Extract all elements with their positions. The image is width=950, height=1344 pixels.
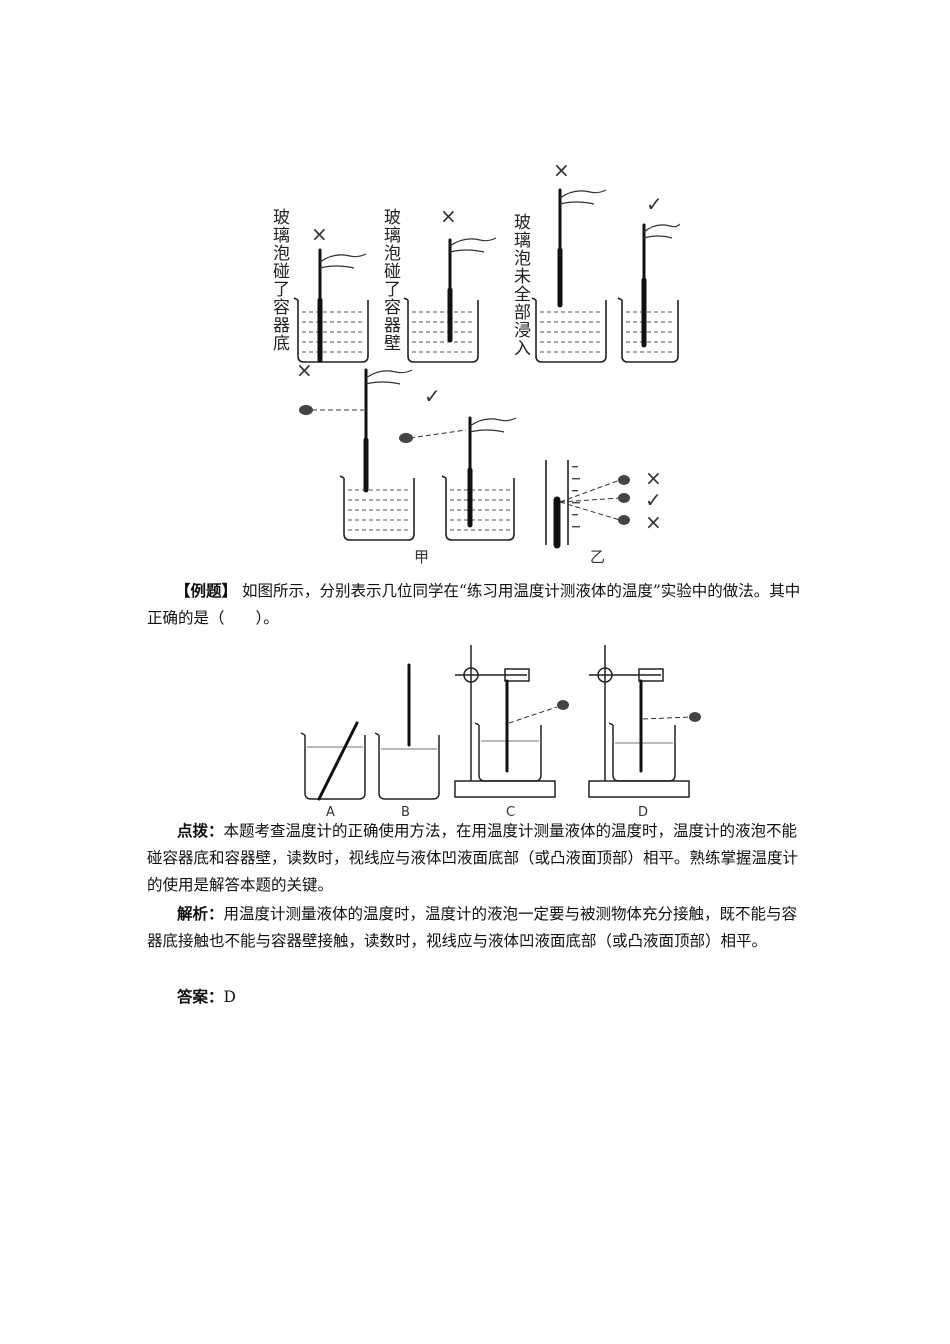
analysis-text: 用温度计测量液体的温度时，温度计的液泡一定要与被测物体充分接触，既不能与容器底接… (147, 905, 798, 950)
mark-5: × (296, 358, 313, 382)
answer-text: D (223, 988, 236, 1006)
option-b-label: B (401, 805, 410, 820)
label-bubble-touch-bottom: 玻璃泡碰了容器底 (269, 208, 289, 352)
mark-4: ✓ (646, 192, 663, 216)
analysis-paragraph: 解析：用温度计测量液体的温度时，温度计的液泡一定要与被测物体充分接触，既不能与容… (147, 900, 807, 955)
mark-2: × (440, 204, 457, 228)
question-tag: 【例题】 (175, 581, 238, 600)
options-figure (300, 645, 701, 801)
yi-mark-1: × (645, 466, 662, 490)
mark-3: × (553, 158, 570, 182)
option-a-label: A (326, 805, 335, 820)
question-paragraph: 【例题】 如图所示，分别表示几位同学在“练习用温度计测液体的温度”实验中的做法。… (147, 577, 807, 632)
label-bubble-touch-wall: 玻璃泡碰了容器壁 (380, 208, 400, 352)
option-d-label: D (638, 805, 649, 820)
answer-paragraph: 答案：D (147, 983, 807, 1011)
hint-paragraph: 点拨：本题考查温度计的正确使用方法，在用温度计测量液体的温度时，温度计的液泡不能… (147, 817, 807, 899)
option-c-label: C (506, 805, 516, 820)
label-bubble-not-immersed: 玻璃泡未全部浸入 (510, 213, 530, 357)
mark-6: ✓ (424, 384, 441, 408)
question-text: 如图所示，分别表示几位同学在“练习用温度计测液体的温度”实验中的做法。其中正确的… (147, 582, 801, 627)
thermometer-usage-figure (293, 188, 680, 549)
mark-1: × (311, 222, 328, 246)
answer-label: 答案： (177, 987, 224, 1006)
caption-jia: 甲 (414, 548, 430, 566)
hint-text: 本题考查温度计的正确使用方法，在用温度计测量液体的温度时，温度计的液泡不能碰容器… (147, 822, 799, 894)
caption-yi: 乙 (590, 548, 606, 566)
yi-mark-2: ✓ (645, 488, 662, 512)
yi-mark-3: × (645, 510, 662, 534)
hint-label: 点拨： (177, 821, 224, 840)
analysis-label: 解析： (177, 904, 224, 923)
